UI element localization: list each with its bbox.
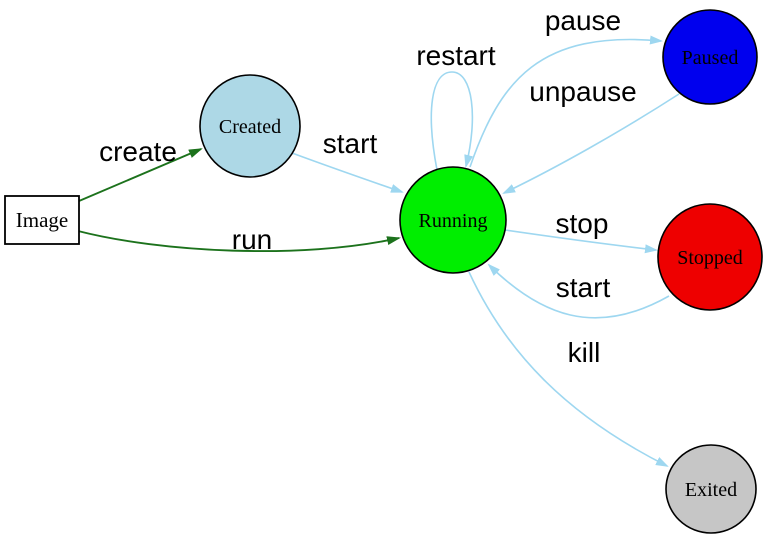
edge-unpause xyxy=(502,93,680,194)
edge-restart-self-loop xyxy=(430,71,474,171)
edge-label-start-stopped: start xyxy=(556,272,611,303)
edge-label-start-created: start xyxy=(323,128,378,159)
exited-node-circle xyxy=(665,444,757,534)
edge-start-stopped-running xyxy=(487,263,670,319)
edge-label-stop: stop xyxy=(556,208,609,239)
paused-node-circle xyxy=(662,9,758,105)
created-node-circle xyxy=(199,74,301,178)
edge-kill xyxy=(468,271,669,467)
image-node-label: Image xyxy=(16,208,68,232)
image-node-rect xyxy=(4,195,80,245)
edge-stop xyxy=(504,229,658,254)
running-node-circle xyxy=(399,166,507,274)
stopped-node-circle xyxy=(657,203,763,311)
edge-pause xyxy=(469,35,663,168)
edge-label-restart: restart xyxy=(416,40,496,71)
exited-node-label: Exited xyxy=(685,479,737,501)
node-stopped: Stopped xyxy=(657,203,763,311)
edge-label-unpause: unpause xyxy=(529,76,636,107)
edge-label-pause: pause xyxy=(545,5,621,36)
node-exited: Exited xyxy=(665,444,757,534)
edge-run xyxy=(77,230,401,253)
paused-node-label: Paused xyxy=(682,47,739,69)
created-node-label: Created xyxy=(219,116,281,138)
edge-label-kill: kill xyxy=(568,337,601,368)
node-created: Created xyxy=(199,74,301,178)
edge-label-create: create xyxy=(99,136,177,167)
edge-create xyxy=(78,148,203,202)
stopped-node-label: Stopped xyxy=(677,247,743,269)
edge-label-run: run xyxy=(232,224,272,255)
node-paused: Paused xyxy=(662,9,758,105)
edge-start-created-running xyxy=(291,152,404,193)
running-node-label: Running xyxy=(419,210,488,232)
node-image: Image xyxy=(4,195,80,245)
node-running: Running xyxy=(399,166,507,274)
